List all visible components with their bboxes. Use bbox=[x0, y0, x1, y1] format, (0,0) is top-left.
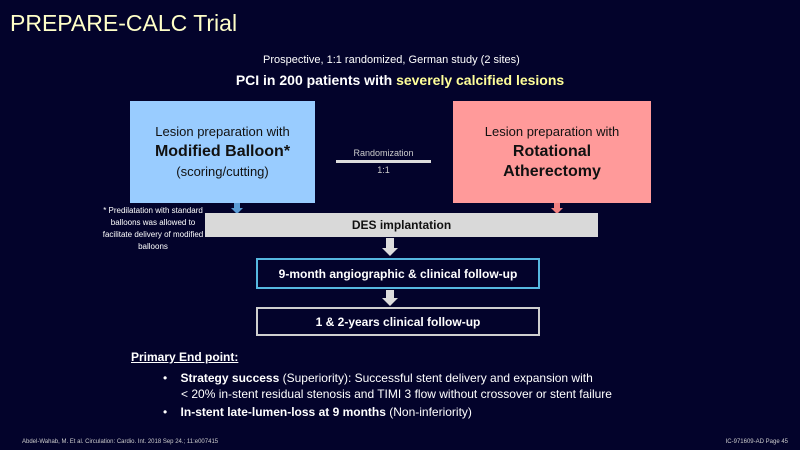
arm-line3: Atherectomy bbox=[503, 163, 601, 180]
rotational-atherectomy-arm: Lesion preparation with Rotational Ather… bbox=[453, 101, 651, 203]
arm-line2: Modified Balloon* bbox=[154, 143, 291, 160]
randomization: Randomization 1:1 bbox=[336, 148, 431, 175]
right-arrow-icon bbox=[551, 208, 563, 214]
followup-9month-box: 9-month angiographic & clinical follow-u… bbox=[256, 258, 540, 289]
population-prefix: PCI in 200 patients with bbox=[235, 72, 397, 88]
randomization-line bbox=[336, 160, 431, 163]
des-implantation-box: DES implantation bbox=[205, 213, 598, 237]
arm-line1: Lesion preparation with bbox=[155, 124, 290, 139]
bullet-text: (Non-inferiority) bbox=[385, 405, 472, 419]
bullet-text: (Superiority): Successful stent delivery… bbox=[279, 371, 593, 385]
population-heading: PCI in 200 patients with severely calcif… bbox=[0, 72, 800, 88]
right-arrow-shaft bbox=[554, 203, 560, 208]
down-arrow-icon bbox=[382, 248, 398, 256]
randomization-label: Randomization bbox=[353, 148, 414, 158]
down-arrow-icon bbox=[382, 298, 398, 306]
endpoint-heading: Primary End point: bbox=[131, 350, 239, 364]
arm-line3: (scoring/cutting) bbox=[176, 164, 269, 179]
bullet-bold: Strategy success bbox=[180, 371, 280, 385]
citation: Abdel-Wahab, M. Et al. Circulation: Card… bbox=[22, 439, 219, 445]
randomization-ratio: 1:1 bbox=[377, 165, 390, 175]
population-highlight: severely calcified lesions bbox=[396, 72, 565, 88]
footnote: * Predilatation with standard balloons w… bbox=[102, 206, 204, 251]
modified-balloon-arm: Lesion preparation with Modified Balloon… bbox=[130, 101, 315, 203]
study-subtitle: Prospective, 1:1 randomized, German stud… bbox=[263, 54, 520, 66]
left-arrow-shaft bbox=[234, 203, 240, 208]
bullet-bold: In-stent late-lumen-loss at 9 months bbox=[180, 405, 386, 419]
arrow-shaft bbox=[386, 238, 394, 248]
slide-title: PREPARE-CALC Trial bbox=[10, 10, 238, 36]
left-arrow-icon bbox=[231, 208, 243, 214]
bullet-continuation: < 20% in-stent residual stenosis and TIM… bbox=[181, 387, 612, 401]
arm-line1: Lesion preparation with bbox=[484, 124, 620, 139]
arrow-shaft bbox=[386, 290, 394, 299]
endpoint-bullet-1: • Strategy success (Superiority): Succes… bbox=[163, 371, 612, 401]
page-id: IC-971609-AD Page 45 bbox=[725, 439, 788, 445]
followup-2year-box: 1 & 2-years clinical follow-up bbox=[256, 307, 540, 336]
primary-endpoint: Primary End point: bbox=[131, 350, 238, 364]
endpoint-bullet-2: • In-stent late-lumen-loss at 9 months (… bbox=[163, 405, 472, 419]
arm-line2: Rotational bbox=[512, 143, 592, 160]
